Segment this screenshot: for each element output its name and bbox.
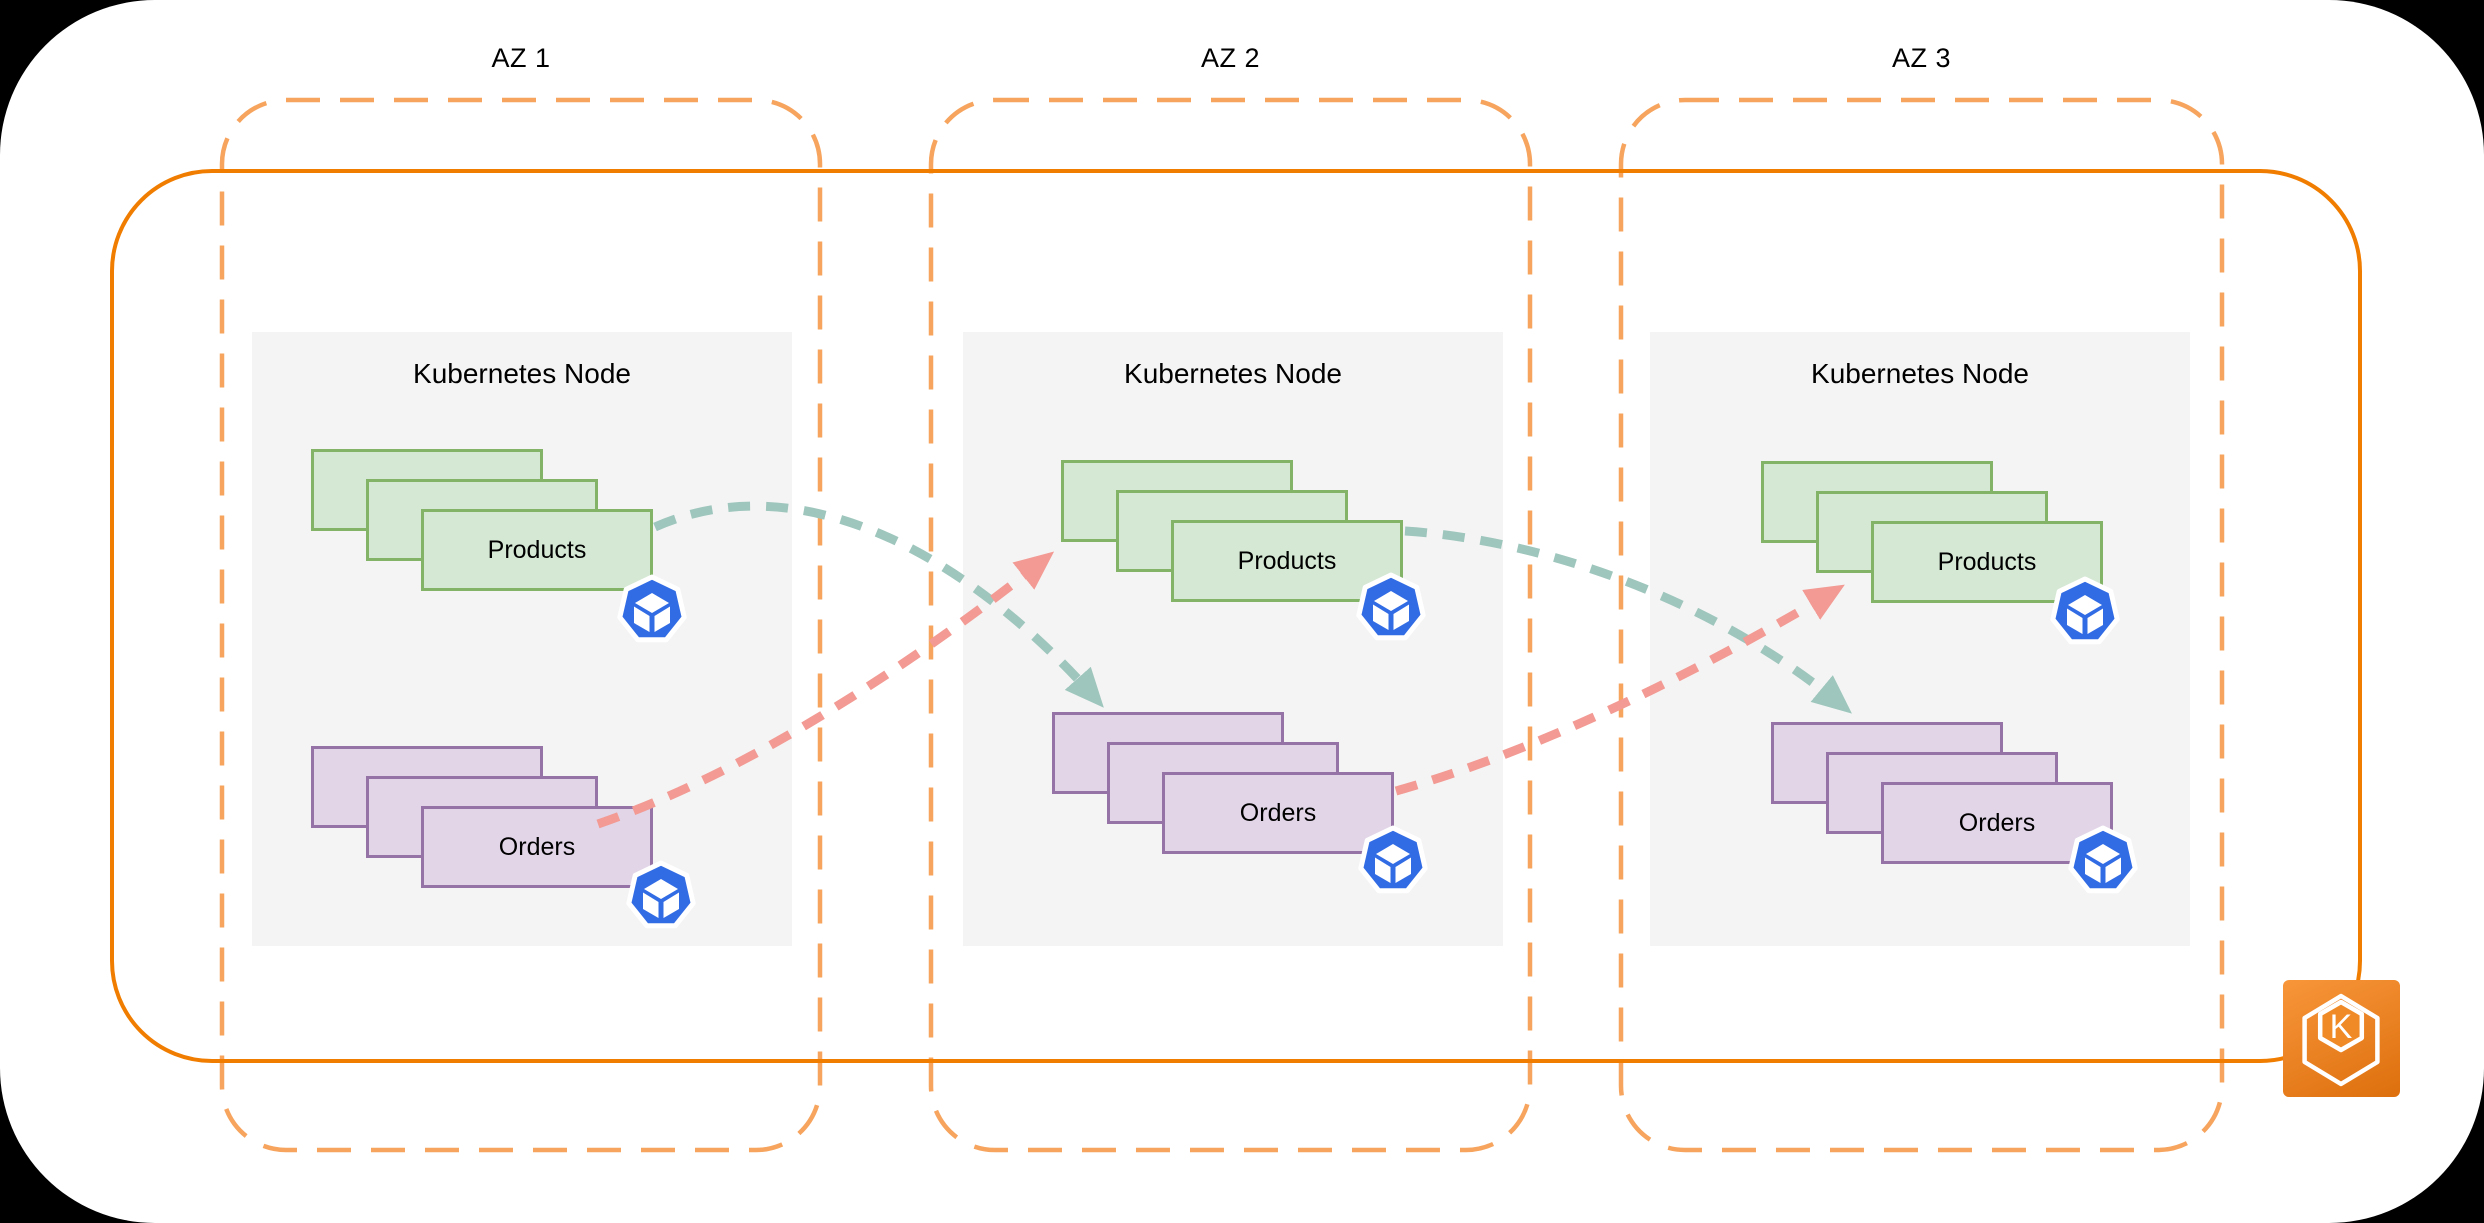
node-title: Kubernetes Node <box>1811 358 2029 389</box>
az3-label: AZ 3 <box>1891 42 1952 73</box>
orders-stack-az1: Orders <box>311 746 653 888</box>
az2-label: AZ 2 <box>1200 42 1261 73</box>
node-title: Kubernetes Node <box>1124 358 1342 389</box>
products-stack-az1: Products <box>311 449 653 591</box>
kubernetes-pod-icon <box>1355 823 1431 899</box>
replica-box-label: Orders <box>1162 772 1394 854</box>
kubernetes-pod-icon <box>2065 823 2141 899</box>
eks-icon: K <box>2283 980 2400 1097</box>
kubernetes-pod-icon <box>623 858 699 934</box>
orders-stack-az2: Orders <box>1052 712 1394 854</box>
node-title: Kubernetes Node <box>413 358 631 389</box>
replica-box-label: Products <box>1171 520 1403 602</box>
kubernetes-pod-icon <box>1353 570 1429 646</box>
az1-label: AZ 1 <box>491 42 551 73</box>
eks-icon-letter: K <box>2330 1008 2353 1046</box>
kubernetes-pod-icon <box>2047 574 2123 650</box>
orders-stack-az3: Orders <box>1771 722 2113 864</box>
kubernetes-pod-icon <box>614 572 690 648</box>
replica-box-label: Orders <box>421 806 653 888</box>
products-stack-az2: Products <box>1061 460 1403 602</box>
